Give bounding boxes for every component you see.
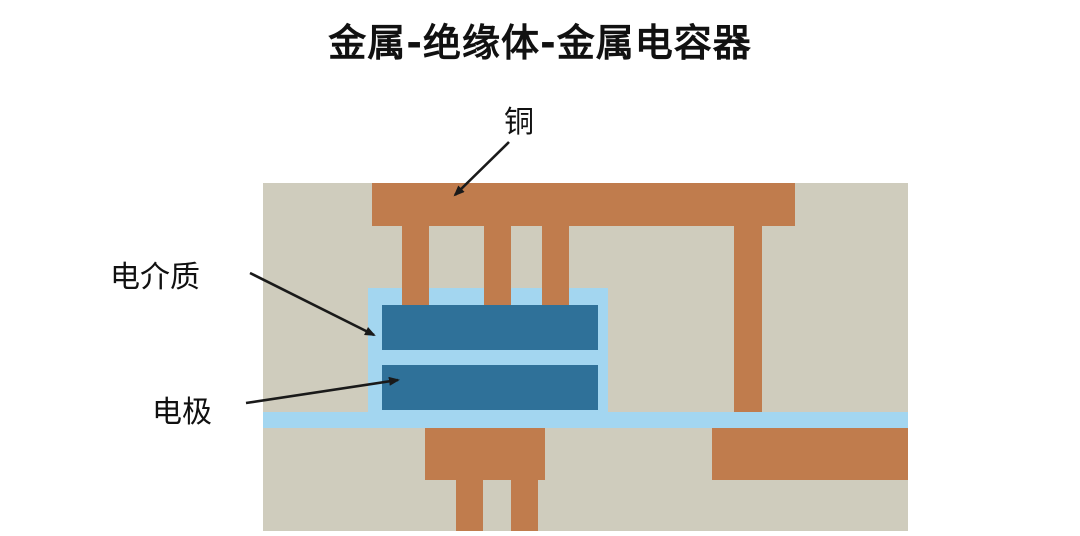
diagram-title: 金属-绝缘体-金属电容器 xyxy=(328,21,752,65)
copper-via-3 xyxy=(542,226,569,307)
copper-via-1 xyxy=(402,226,429,307)
dielectric-label: 电介质 xyxy=(110,260,200,295)
electrode-top xyxy=(382,305,598,350)
electrode-bottom xyxy=(382,365,598,410)
copper-bottom-leg-2 xyxy=(511,480,538,531)
copper-label: 铜 xyxy=(504,105,534,140)
copper-bottom-leg-1 xyxy=(456,480,483,531)
copper-right-via xyxy=(734,226,762,412)
dielectric-arrow xyxy=(249,271,376,337)
electrode-arrow xyxy=(245,376,400,405)
copper-arrow xyxy=(453,141,510,197)
copper-via-2 xyxy=(484,226,511,307)
copper-bottom-block xyxy=(425,428,545,480)
copper-top-bar xyxy=(372,183,795,226)
copper-right-bar xyxy=(712,428,908,480)
electrode-label: 电极 xyxy=(152,395,212,430)
